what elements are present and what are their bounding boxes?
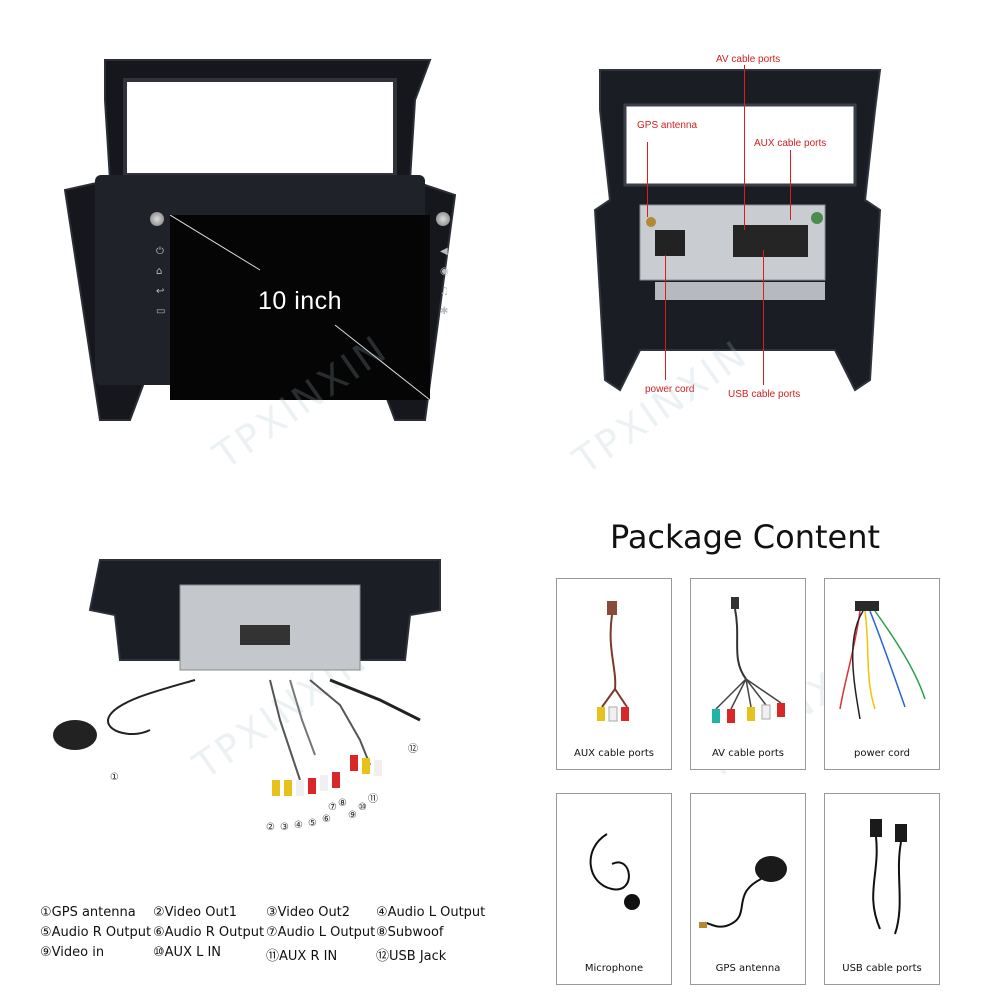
power-icon: ⏻ bbox=[156, 246, 164, 257]
callout-number: ④ bbox=[294, 820, 303, 831]
power-leader-line bbox=[665, 255, 666, 380]
gps-leader-line bbox=[647, 142, 648, 217]
screen-size-label: 10 inch bbox=[257, 287, 343, 315]
package-card-usb: USB cable ports bbox=[824, 793, 940, 985]
back-icon: ↩ bbox=[156, 286, 165, 297]
callout-number: ③ bbox=[280, 822, 289, 833]
package-item-label: power cord bbox=[854, 748, 910, 759]
usb-cable-image bbox=[870, 819, 907, 935]
dash-frame-rear bbox=[593, 69, 882, 392]
callout-number: ⑪ bbox=[368, 794, 378, 805]
legend-item: ⑫USB Jack bbox=[376, 949, 447, 964]
callout-number: ⑤ bbox=[308, 818, 317, 829]
callout-number: ⑫ bbox=[408, 744, 418, 755]
home-icon: ⌂ bbox=[156, 266, 163, 277]
microphone-image bbox=[589, 833, 640, 910]
callout-number: ⑥ bbox=[322, 814, 331, 825]
package-card-microphone: Microphone bbox=[556, 793, 672, 985]
package-item-label: Microphone bbox=[584, 963, 644, 974]
legend-item: ⑨Video in bbox=[40, 945, 105, 960]
volume-knob bbox=[150, 212, 164, 226]
callout-number: ⑧ bbox=[338, 798, 347, 809]
music-icon: ♫ bbox=[440, 286, 449, 297]
legend-item: ③Video Out2 bbox=[266, 905, 351, 920]
gps-antenna-image bbox=[699, 856, 787, 928]
gps-antenna-callout: GPS antenna bbox=[637, 120, 698, 131]
package-item-label: AV cable ports bbox=[711, 748, 784, 759]
power-cord-image bbox=[839, 601, 926, 720]
legend-item: ⑧Subwoof bbox=[376, 925, 444, 940]
callout-number: ② bbox=[266, 822, 275, 833]
legend-item: ⑪AUX R IN bbox=[266, 949, 338, 964]
callout-number: ⑦ bbox=[328, 802, 337, 813]
legend-item: ⑥Audio R Output bbox=[153, 925, 265, 940]
legend-item: ④Audio L Output bbox=[376, 905, 486, 920]
package-card-av: AV cable ports bbox=[690, 578, 806, 770]
av-leader-line bbox=[744, 65, 745, 230]
menu-icon: ▭ bbox=[156, 306, 166, 317]
legend-item: ⑦Audio L Output bbox=[266, 925, 376, 940]
bluetooth-icon: ✱ bbox=[440, 306, 449, 317]
usb-cable-ports-callout: USB cable ports bbox=[728, 389, 801, 400]
front-unit-image: 10 inch ⏻ ⌂ ↩ ▭ ◀ ◉ ♫ ✱ bbox=[50, 40, 470, 430]
rear-unit-image: AV cable ports GPS antenna AUX cable por… bbox=[585, 50, 895, 430]
gps-icon: ◉ bbox=[440, 266, 449, 277]
power-cord-callout: power cord bbox=[645, 384, 695, 395]
aux-cable-ports-callout: AUX cable ports bbox=[754, 138, 827, 149]
av-cable-ports-callout: AV cable ports bbox=[716, 54, 781, 65]
package-item-label: USB cable ports bbox=[842, 963, 922, 974]
package-card-aux: AUX cable ports bbox=[556, 578, 672, 770]
usb-leader-line bbox=[763, 250, 764, 385]
wiring-diagram-image: ① ② ③ ④ ⑤ ⑥ ⑦ ⑧ ⑨ ⑩ ⑪ ⑫ bbox=[40, 540, 500, 840]
av-cable-image bbox=[712, 597, 785, 723]
aux-cable-image bbox=[597, 601, 629, 722]
wiring-illustration bbox=[53, 559, 441, 796]
package-card-gps: GPS antenna bbox=[690, 793, 806, 985]
nav-icon: ◀ bbox=[440, 246, 448, 257]
aux-leader-line bbox=[790, 150, 791, 220]
package-item-label: GPS antenna bbox=[715, 963, 781, 974]
callout-number: ⑩ bbox=[358, 802, 367, 813]
legend-item: ②Video Out1 bbox=[153, 905, 238, 920]
package-content-title: Package Content bbox=[609, 518, 881, 556]
callout-number: ⑨ bbox=[348, 810, 357, 821]
legend-item: ①GPS antenna bbox=[40, 905, 136, 920]
package-card-power: power cord bbox=[824, 578, 940, 770]
legend-item: ⑤Audio R Output bbox=[40, 925, 152, 940]
callout-number: ① bbox=[110, 772, 119, 783]
touchscreen: 10 inch bbox=[170, 215, 430, 400]
legend-item: ⑩AUX L IN bbox=[153, 945, 222, 960]
tune-knob bbox=[436, 212, 450, 226]
package-item-label: AUX cable ports bbox=[574, 748, 654, 759]
